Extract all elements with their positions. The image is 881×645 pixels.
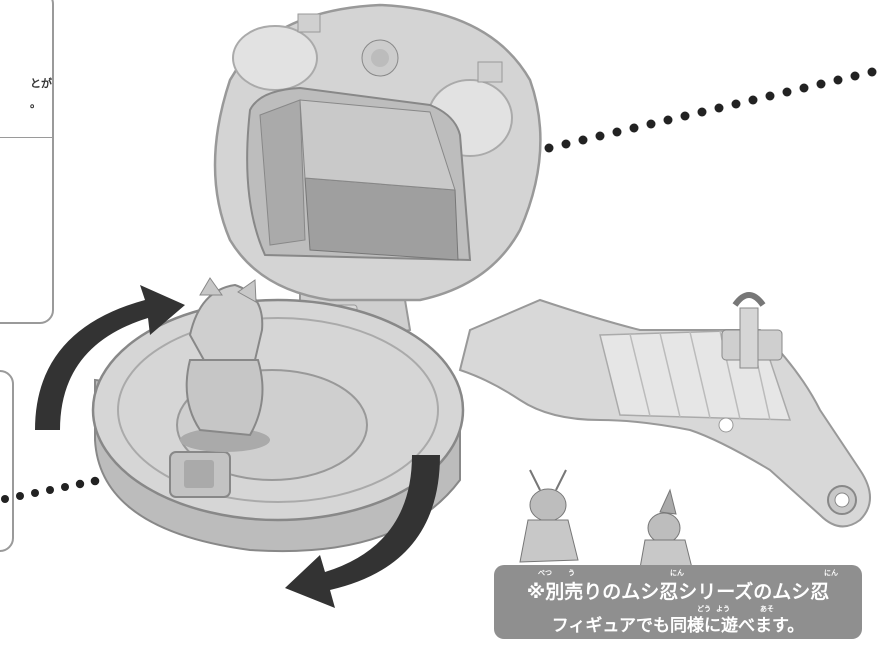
ruby-aso: あそ — [760, 605, 774, 613]
ruby-you: よう — [716, 605, 730, 613]
ruby-nin-1: にん — [670, 569, 684, 577]
dotted-leader-icon — [1, 473, 116, 503]
ruby-u: う — [568, 569, 575, 577]
note-box: べつ う にん にん ※別売りのムシ忍シリーズのムシ忍 どう よう あそ フィギ… — [494, 565, 862, 639]
bridge-ramp — [458, 298, 871, 528]
callout-box-top: とが 。 — [0, 0, 54, 324]
rotate-arrow-icon — [35, 285, 185, 430]
turntable-base — [91, 298, 465, 553]
callout-text-line2: 。 — [30, 97, 41, 110]
ruby-betsu: べつ — [538, 569, 552, 577]
ruby-nin-2: にん — [824, 569, 838, 577]
bug-character-illustration — [519, 469, 693, 569]
note-line-1: ※別売りのムシ忍シリーズのムシ忍 — [526, 581, 830, 603]
callout-divider — [0, 137, 52, 138]
callout-text-line1: とが — [30, 77, 52, 90]
note-line-2: フィギュアでも同様に遊べます。 — [551, 616, 805, 636]
ruby-dou: どう — [697, 605, 711, 613]
bridge-post — [721, 292, 783, 369]
rotate-arrow-icon — [285, 455, 440, 608]
ninja-figure — [180, 277, 270, 452]
helmet-house — [213, 3, 542, 302]
